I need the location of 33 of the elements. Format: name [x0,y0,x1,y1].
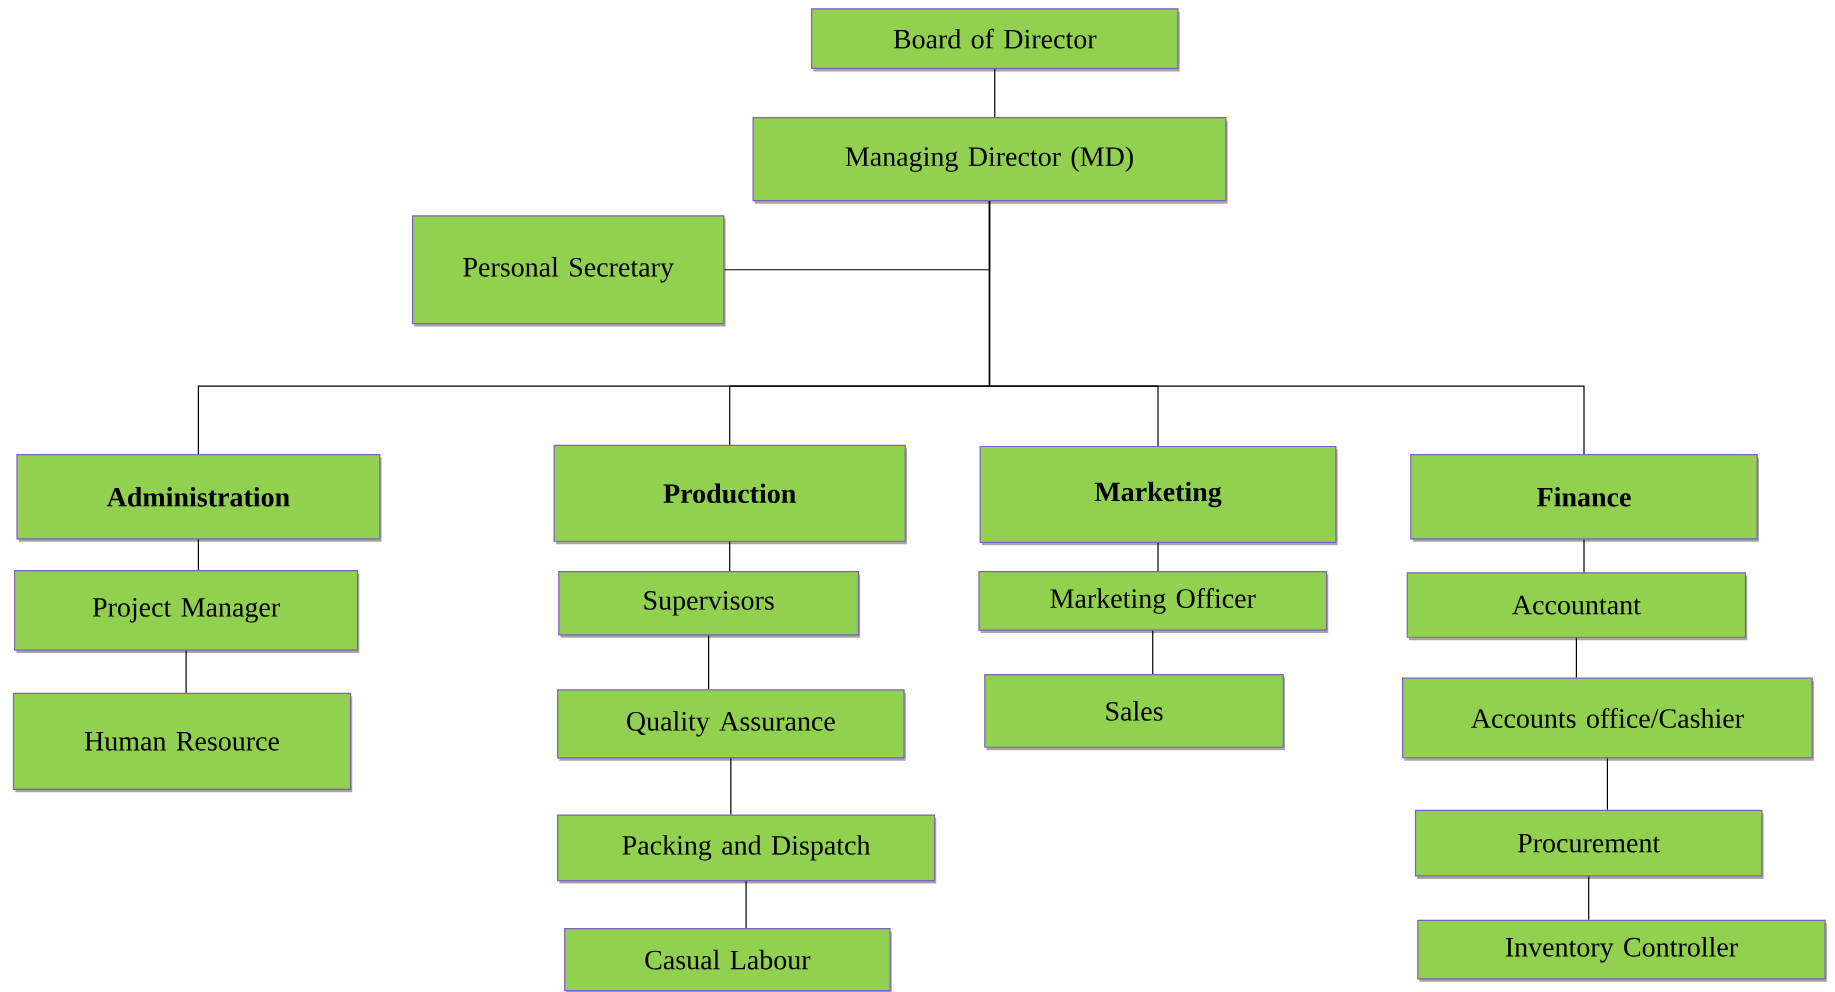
org-box: Personal Secretary [411,215,726,327]
connector-line [1606,757,1608,811]
connector-line [1583,538,1585,573]
org-box: Finance [1410,454,1759,542]
connector-line [185,650,187,694]
connector-line [729,541,731,572]
connector-line [994,68,996,118]
connector-line [1157,542,1159,572]
connector-line [1588,875,1590,921]
connector-line [730,757,732,816]
org-box: Quality Assurance [557,689,906,761]
org-box: Marketing Officer [978,571,1329,634]
org-box: Human Resource [12,692,353,793]
org-box: Procurement [1414,809,1764,879]
org-box: Production [553,444,907,545]
connector-line [197,538,199,571]
org-box: Administration [16,454,382,542]
connector-line [1152,630,1154,675]
org-box: Inventory Controller [1417,919,1827,982]
connector-line [708,634,710,690]
org-box: Supervisors [558,571,861,638]
org-box: Accounts office/Cashier [1402,677,1814,761]
org-box: Sales [984,674,1285,751]
connector-line [745,880,747,929]
connector-line [988,200,1585,455]
org-box: Project Manager [14,569,360,653]
org-box: Managing Director (MD) [752,117,1228,204]
org-box: Casual Labour [564,928,892,992]
org-box: Accountant [1406,572,1748,641]
org-box: Marketing [979,445,1338,546]
org-box: Board of Director [811,8,1180,72]
org-box: Packing and Dispatch [557,814,937,884]
connector-line [1575,637,1577,679]
